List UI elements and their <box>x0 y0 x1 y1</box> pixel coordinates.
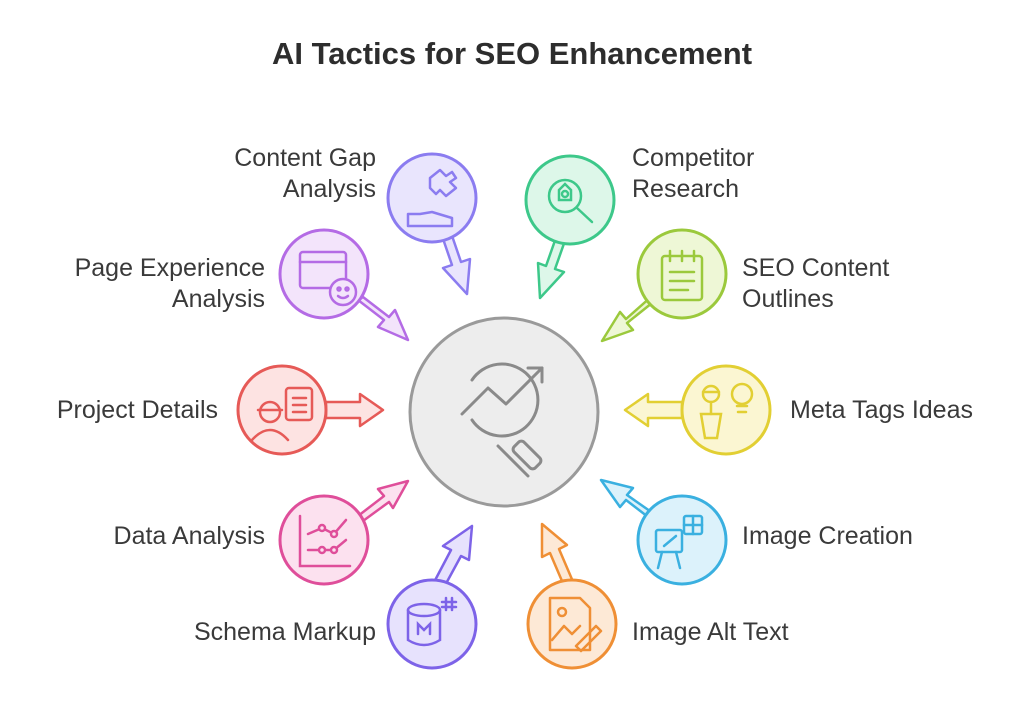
node-page-experience <box>278 228 370 320</box>
person-lightbulb-icon <box>699 382 754 440</box>
engineer-clipboard-icon <box>250 386 314 442</box>
label-page-experience: Page Experience Analysis <box>75 253 265 315</box>
label-project-details-line1: Project Details <box>56 396 218 424</box>
arrow-image-alt <box>540 522 576 590</box>
tactic-meta-tags <box>623 364 772 456</box>
label-project-details: Project Details <box>57 395 218 426</box>
label-image-creation-line1: Image Creation <box>742 522 913 550</box>
label-image-alt-line1: Image Alt Text <box>632 618 789 646</box>
label-seo-outlines: SEO Content Outlines <box>742 253 889 315</box>
label-seo-outlines-line1: SEO Content <box>742 254 890 282</box>
node-meta-tags <box>680 364 772 456</box>
label-content-gap-line2: Analysis <box>282 175 376 203</box>
label-data-analysis: Data Analysis <box>114 521 265 552</box>
arrow-page-experience <box>356 295 410 342</box>
tactic-content-gap <box>386 152 478 296</box>
image-edit-icon <box>548 596 603 653</box>
label-image-creation: Image Creation <box>742 521 913 552</box>
label-meta-tags: Meta Tags Ideas <box>790 395 973 426</box>
node-data-analysis <box>278 494 370 586</box>
spy-search-icon <box>547 178 594 224</box>
tactic-page-experience <box>278 228 410 342</box>
label-competitor-line2: Research <box>632 175 739 203</box>
arrow-project-details <box>324 392 385 428</box>
tactic-image-creation <box>599 478 728 586</box>
label-data-analysis-line1: Data Analysis <box>113 522 265 550</box>
notepad-icon <box>660 249 704 302</box>
label-competitor-line1: Competitor <box>632 144 755 172</box>
tactic-competitor <box>524 154 616 300</box>
tactic-schema-markup <box>386 524 478 670</box>
label-seo-outlines-line2: Outlines <box>742 285 834 313</box>
label-page-experience-line1: Page Experience <box>74 254 265 282</box>
label-meta-tags-line1: Meta Tags Ideas <box>790 396 973 424</box>
label-image-alt: Image Alt Text <box>632 617 789 648</box>
tactic-image-alt <box>526 522 618 670</box>
label-page-experience-line2: Analysis <box>171 285 265 313</box>
diagram-title: AI Tactics for SEO Enhancement <box>271 36 753 71</box>
browser-smiley-icon <box>298 250 358 307</box>
node-schema-markup <box>386 578 478 670</box>
database-icon <box>406 596 458 647</box>
label-content-gap-line1: Content Gap <box>234 144 376 172</box>
label-content-gap: Content Gap Analysis <box>234 143 376 205</box>
tactic-seo-outlines <box>600 228 728 343</box>
puzzle-hand-icon <box>406 168 458 228</box>
easel-icon <box>654 514 704 570</box>
center-hub <box>408 316 600 508</box>
tactic-project-details <box>236 364 385 456</box>
line-chart-icon <box>298 514 352 568</box>
label-schema-markup-line1: Schema Markup <box>193 618 376 646</box>
label-competitor: Competitor Research <box>632 143 754 205</box>
tactic-data-analysis <box>278 479 410 586</box>
arrow-data-analysis <box>356 479 410 523</box>
node-image-alt <box>526 578 618 670</box>
arrow-meta-tags <box>623 392 684 428</box>
label-schema-markup: Schema Markup <box>194 617 376 648</box>
trend-magnifier-icon <box>460 362 544 478</box>
node-content-gap <box>386 152 478 244</box>
node-seo-outlines <box>636 228 728 320</box>
